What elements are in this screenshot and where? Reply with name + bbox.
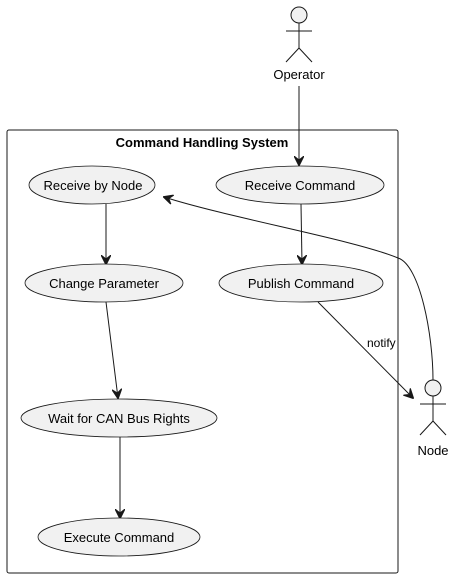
node-right-leg [432,420,447,436]
usecase-wait-can-bus-ellipse [20,398,218,438]
usecase-execute-command: Execute Command [37,517,201,557]
usecase-publish-command-ellipse [218,263,384,303]
usecase-publish-command: Publish Command [218,263,384,303]
operator-head-icon [290,6,308,24]
node-left-leg [419,420,434,436]
operator-actor: Operator [273,6,325,82]
usecase-change-parameter: Change Parameter [24,263,184,303]
node-actor: Node [417,379,449,458]
edge-node-to-receive-by-node [164,197,434,381]
operator-right-leg [298,47,313,63]
system-boundary: Command Handling System [6,129,399,574]
usecase-receive-by-node: Receive by Node [28,165,156,205]
usecase-execute-command-ellipse [37,517,201,557]
usecase-wait-can-bus-label: Wait for CAN Bus Rights [48,411,190,426]
edge-receive-command-to-publish-command [301,203,302,264]
node-label: Node [417,443,448,458]
operator-label: Operator [273,67,325,82]
usecase-change-parameter-ellipse [24,263,184,303]
edge-publish-command-to-node [317,301,413,398]
usecase-receive-command-ellipse [215,165,385,205]
notify-label: notify [367,336,396,350]
edge-change-parameter-to-wait-can-bus [105,301,118,398]
usecase-receive-command: Receive Command [215,165,385,205]
usecase-receive-by-node-label: Receive by Node [44,178,143,193]
usecase-execute-command-label: Execute Command [64,530,175,545]
usecase-publish-command-label: Publish Command [248,276,354,291]
usecase-receive-command-label: Receive Command [245,178,356,193]
usecase-change-parameter-label: Change Parameter [49,276,160,291]
usecase-wait-can-bus: Wait for CAN Bus Rights [20,398,218,438]
system-title: Command Handling System [116,135,289,150]
system-boundary-box [6,129,399,574]
node-head-icon [424,379,442,397]
operator-left-leg [285,47,300,63]
usecase-receive-by-node-ellipse [28,165,156,205]
